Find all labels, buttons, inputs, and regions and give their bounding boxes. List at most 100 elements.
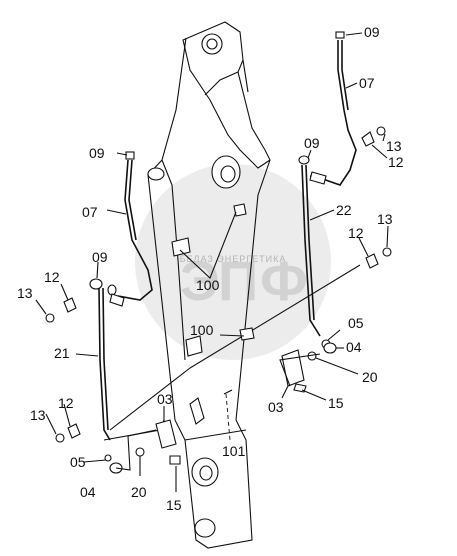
label-101: 101: [222, 443, 246, 459]
leader-lines: [35, 32, 389, 492]
leader-20-a: [279, 353, 321, 387]
watermark-letter-3: Ф: [260, 249, 308, 312]
leader-100-b: [219, 334, 245, 337]
label-09-b: 09: [89, 145, 105, 161]
bracket-100-b: [239, 327, 255, 341]
label-100-a: 100: [196, 277, 220, 293]
clamp-12-c: [63, 297, 77, 313]
oring-09-d: [89, 278, 103, 290]
leader-101: [225, 393, 231, 441]
label-15-b: 15: [166, 497, 182, 513]
pipe-21: [98, 287, 111, 441]
boom-lower-seam: [184, 429, 247, 441]
bolt-13-c: [45, 313, 55, 323]
bracket-100-b2: [185, 335, 203, 357]
leader-03-b: [281, 385, 289, 399]
label-03-b: 03: [268, 399, 284, 415]
leader-100-a: [179, 211, 237, 279]
leader-12-d: [63, 403, 71, 427]
label-04-a: 04: [346, 339, 362, 355]
leader-12-b: [358, 237, 369, 257]
hose-end-left: [109, 293, 125, 307]
leader-04-b: [115, 429, 157, 471]
boom-front-edge: [161, 159, 186, 361]
pipe-22: [301, 164, 321, 337]
label-22: 22: [336, 202, 352, 218]
leader-09-c: [307, 149, 312, 159]
leader-12-c: [60, 283, 69, 301]
mid-pivot-inner: [220, 165, 236, 183]
boom-arm: [147, 21, 271, 549]
bracket-100-a: [171, 237, 191, 257]
bottom-pivot: [194, 518, 216, 538]
clamp-12-d: [67, 423, 81, 439]
label-13-c: 13: [17, 285, 33, 301]
hose-07-left: [117, 159, 153, 301]
bolt-13-d: [55, 433, 65, 443]
hose-end-right: [309, 171, 327, 185]
bracket-100-a2: [233, 203, 247, 217]
leader-mid-cross: [189, 264, 361, 369]
leader-20-a2: [315, 357, 359, 375]
leader-13-a: [382, 133, 386, 142]
label-12-c: 12: [44, 269, 60, 285]
clamp-03-right: [281, 349, 305, 387]
clamp-03-left: [155, 419, 177, 449]
oring-09-b: [125, 151, 135, 160]
leader-05-b: [83, 459, 107, 463]
label-20-b: 20: [131, 484, 147, 500]
top-pivot-inner: [206, 38, 218, 50]
leader-21-clamp: [109, 367, 191, 431]
watermark-disc: [135, 164, 331, 360]
clamp-12-b: [365, 253, 379, 269]
label-12-b: 12: [348, 225, 364, 241]
leader-09-d: [96, 261, 99, 279]
label-03-a: 03: [157, 391, 173, 407]
oring-09-a: [335, 31, 345, 39]
leader-13-b: [386, 225, 389, 248]
boom-right-edge: [235, 159, 271, 421]
label-05-b: 05: [70, 454, 86, 470]
oring-09-c: [298, 155, 310, 165]
leader-101-b: [223, 389, 233, 395]
hose-07-right-b: [341, 40, 349, 111]
label-04-b: 04: [80, 484, 96, 500]
label-07-a: 07: [359, 75, 375, 91]
label-12-d: 12: [58, 395, 74, 411]
boom-left-edge-top: [161, 37, 187, 161]
label-13-d: 13: [30, 407, 46, 423]
label-15-a: 15: [328, 395, 344, 411]
washer-05-b: [104, 454, 112, 462]
label-07-b: 07: [82, 204, 98, 220]
bolt-13-b: [382, 247, 392, 257]
label-100-b: 100: [190, 322, 214, 338]
leader-07-a: [345, 82, 358, 89]
leader-15-a: [301, 389, 327, 401]
clamp-12-a: [361, 131, 375, 147]
watermark: БЕЛАЗ ЭНЕРГЕТИКА Э П Ф: [135, 164, 331, 360]
leader-09-a: [345, 32, 363, 36]
boom-top-bracket: [182, 21, 271, 169]
hose-07-left-b: [128, 159, 137, 241]
hose-07-right: [309, 40, 357, 186]
label-20-a: 20: [362, 369, 378, 385]
leader-21: [75, 353, 99, 357]
fittings: [45, 31, 392, 474]
pipe-21-b: [102, 287, 109, 431]
label-13-a: 13: [386, 138, 402, 154]
label-09-c: 09: [304, 135, 320, 151]
label-09-a: 09: [364, 24, 380, 40]
label-21: 21: [54, 345, 70, 361]
lower-pivot-inner: [199, 465, 213, 481]
leader-22: [309, 209, 335, 221]
leader-07-b: [106, 209, 127, 215]
watermark-text: БЕЛАЗ ЭНЕРГЕТИКА: [180, 254, 287, 264]
part-labels: 09 07 13 12 09 09 07 22 13 12 09 100 12 …: [17, 24, 404, 513]
label-12-a: 12: [388, 154, 404, 170]
bracket-inner-edge: [204, 71, 239, 96]
boom-right-edge-top: [242, 59, 249, 93]
label-05-a: 05: [348, 315, 364, 331]
leader-05-a: [327, 329, 341, 341]
